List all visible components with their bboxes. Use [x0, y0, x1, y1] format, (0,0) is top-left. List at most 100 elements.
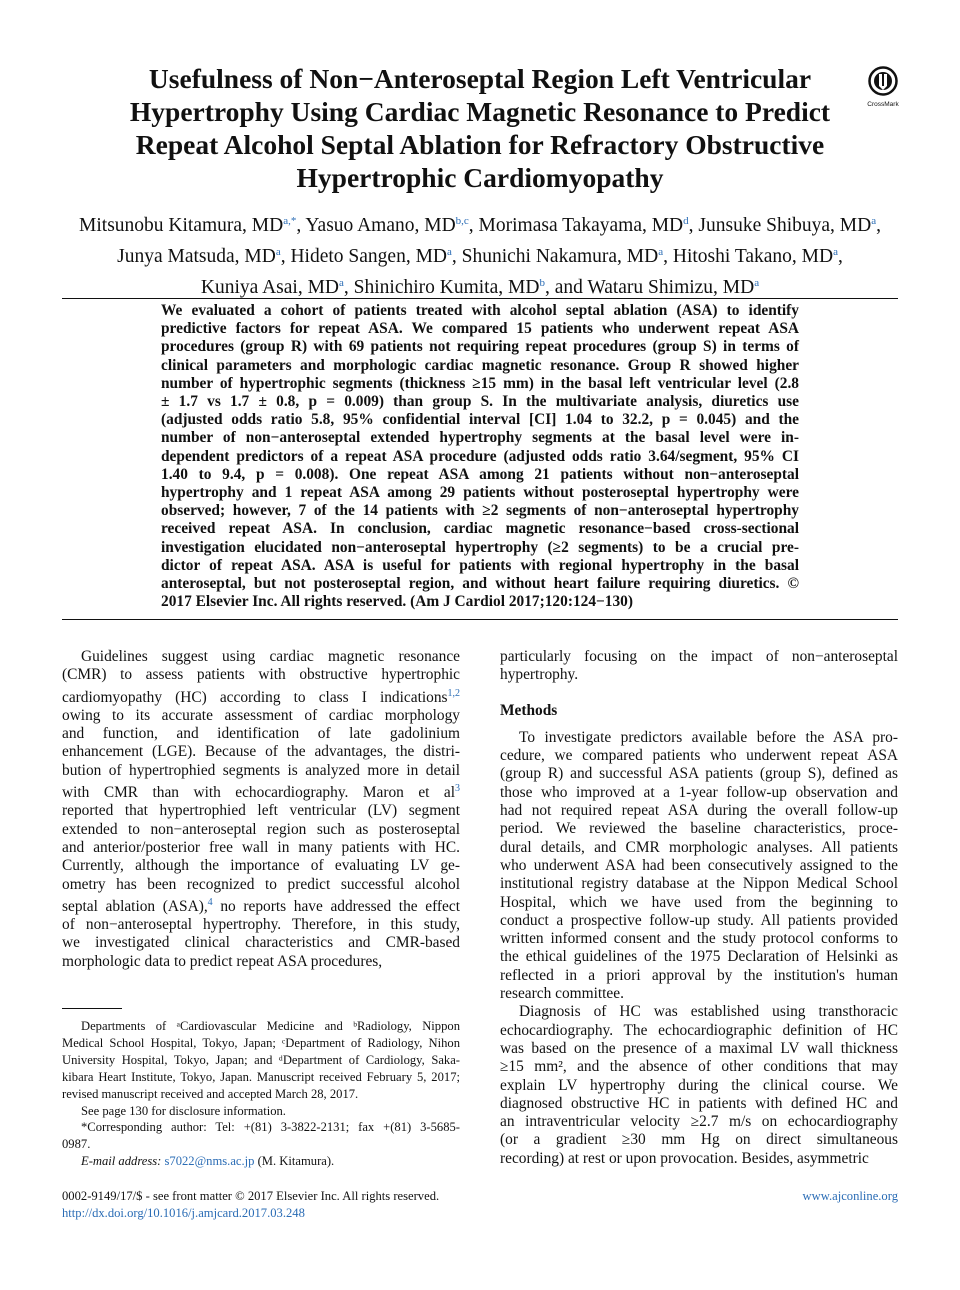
abstract-line: hypertrophy and 1 repeat ASA among 29 pa… — [161, 484, 799, 502]
abstract-line: dictor of repeat ASA. ASA is useful for … — [161, 556, 799, 574]
abstract-line: number of hypertrophic segments (thickne… — [161, 374, 799, 392]
title-line: Hypertrophy Using Cardiac Magnetic Reson… — [129, 96, 831, 127]
abstract-line: 1.40 to 9.4, p = 0.008). One repeat ASA … — [161, 465, 799, 483]
abstract-line: observed; however, 7 of the 14 patients … — [161, 502, 799, 520]
reference-link[interactable]: 3 — [455, 783, 460, 795]
reference-link[interactable]: 1,2 — [447, 687, 461, 699]
body-text-line: (group R) and successful ASA patients (g… — [500, 765, 898, 783]
body-text-line: revised manuscript received and accepted… — [62, 1086, 359, 1101]
crossmark-label: CrossMark — [867, 101, 899, 108]
footnotes: Departments of ᵃCardiovascular Medicine … — [62, 1018, 460, 1170]
author-line: Mitsunobu Kitamura, MDa,*, Yasuo Amano, … — [79, 215, 881, 236]
body-text-line: institutional registry database at the N… — [500, 875, 898, 893]
author: Yasuo Amano, MDb,c, — [305, 215, 479, 236]
body-text-line: an intraventricular velocity ≥2.7 m/s on… — [500, 1113, 898, 1131]
body-text-line: (CMR) to assess patients with obstructiv… — [62, 666, 460, 684]
body-text-line: we investigated clinical characteristics… — [62, 934, 460, 952]
author: Shinichiro Kumita, MDb, — [353, 277, 555, 298]
crossmark-icon — [868, 66, 898, 96]
body-text-line: ≥15 mm², and the absence of other condit… — [500, 1058, 898, 1076]
abstract-line: anteroseptal, but not posteroseptal regi… — [161, 575, 799, 593]
footer-left: 0002-9149/17/$ - see front matter © 2017… — [62, 1188, 439, 1222]
abstract: We evaluated a cohort of patients treate… — [161, 302, 799, 611]
body-text-line: Departments of ᵃCardiovascular Medicine … — [81, 1019, 460, 1033]
body-text-line: 0987. — [62, 1137, 91, 1152]
body-text-line: was based on the presence of a maximal L… — [500, 1039, 898, 1057]
body-text-line: (or a gradient ≥30 mm Hg on direct simul… — [500, 1131, 898, 1149]
author: Mitsunobu Kitamura, MDa,*, — [79, 215, 306, 236]
body-text-line: bution of hypertrophied segments is anal… — [62, 761, 460, 779]
body-text-line: kibara Heart Institute, Tokyo, Japan. Ma… — [62, 1069, 460, 1084]
article-title: Usefulness of Non−Anteroseptal Region Le… — [100, 62, 860, 194]
abstract-line: predictive factors for repeat ASA. We co… — [161, 320, 799, 338]
left-column: Guidelines suggest using cardiac magneti… — [62, 648, 460, 971]
body-text-line: hypertrophy. — [500, 666, 579, 684]
title-line: Usefulness of Non−Anteroseptal Region Le… — [148, 63, 812, 94]
issn-line: 0002-9149/17/$ - see front matter © 2017… — [62, 1189, 440, 1203]
author: Hideto Sangen, MDa, — [290, 246, 462, 267]
body-text-line: explain LV hypertrophy during the clinic… — [500, 1076, 898, 1094]
body-text-line: written informed consent and the study p… — [500, 930, 898, 948]
body-text-line: recording) at rest or upon provocation. … — [500, 1149, 869, 1167]
body-text-line: Guidelines suggest using cardiac magneti… — [81, 648, 460, 665]
doi-link[interactable]: http://dx.doi.org/10.1016/j.amjcard.2017… — [62, 1206, 305, 1220]
body-text-line: reported that hypertrophied left ventric… — [62, 802, 460, 820]
body-text-line: of non−anteroseptal hypertrophy. Therefo… — [62, 916, 460, 934]
abstract-bottom-rule — [62, 619, 898, 620]
section-heading-methods: Methods — [500, 701, 558, 719]
abstract-line: We evaluated a cohort of patients treate… — [161, 302, 799, 319]
body-text-line: *Corresponding author: Tel: +(81) 3-3822… — [81, 1120, 460, 1135]
journal-website-link[interactable]: www.ajconline.org — [802, 1189, 898, 1203]
body-text-line: particularly focusing on the impact of n… — [500, 648, 898, 665]
abstract-line: investigation elucidated non−anterosepta… — [161, 538, 799, 556]
footnote-rule — [62, 1008, 122, 1009]
body-text-line: the ethical guidelines of the 1975 Decla… — [500, 948, 898, 966]
abstract-line: dependent predictors of a repeat ASA pro… — [161, 447, 799, 465]
body-text-line: To investigate predictors available befo… — [519, 728, 898, 746]
introduction-continued: particularly focusing on the impact of n… — [500, 648, 898, 685]
body-text-line: who underwent ASA had been consecutively… — [500, 856, 898, 874]
disclosure-note: See page 130 for disclosure information. — [81, 1103, 286, 1118]
reference-link[interactable]: 4 — [207, 896, 213, 908]
body-text-line: period. We reviewed the baseline charact… — [500, 820, 898, 838]
crossmark-badge[interactable]: CrossMark — [866, 66, 900, 109]
abstract-line: received repeat ASA. In conclusion, card… — [161, 520, 799, 538]
abstract-line: ± 1.7 vs 1.7 ± 0.8, p = 0.009) than grou… — [161, 393, 799, 411]
body-text-line: morphologic data to predict repeat ASA p… — [62, 952, 383, 970]
body-text-line: research committee. — [500, 985, 624, 1003]
body-text-line: septal ablation (ASA),4 no reports have … — [62, 896, 460, 915]
body-text-line: cardiomyopathy (HC) according to class I… — [62, 687, 461, 706]
author: and Wataru Shimizu, MDa — [554, 277, 760, 298]
abstract-line: number of non−anteroseptal extended hype… — [161, 429, 799, 447]
body-text-line: and function, and identification of late… — [62, 725, 460, 743]
affiliations-footnote: Departments of ᵃCardiovascular Medicine … — [62, 1018, 460, 1103]
body-text-line: and anterior/posterior free wall in many… — [62, 838, 460, 856]
body-text-line: cedure, we compared patients who underwe… — [500, 747, 898, 765]
abstract-line: 2017 Elsevier Inc. All rights reserved. … — [161, 593, 634, 611]
body-text-line: owing to its accurate assessment of card… — [62, 706, 460, 724]
author: Morimasa Takayama, MDd, — [478, 215, 699, 236]
abstract-top-rule — [62, 298, 898, 299]
body-text-line: extended to non−anteroseptal region such… — [62, 820, 460, 838]
body-text-line: diagnosed obstructive HC in patients wit… — [500, 1094, 898, 1112]
title-line: Hypertrophic Cardiomyopathy — [296, 162, 664, 193]
body-text-line: University Hospital, Tokyo, Japan; and ᵈ… — [62, 1052, 460, 1067]
author-line: Junya Matsuda, MDa, Hideto Sangen, MDa, … — [117, 246, 843, 267]
email-label: E-mail address: — [81, 1154, 162, 1169]
body-text-line: had not required repeat ASA during the o… — [500, 802, 898, 820]
abstract-line: (adjusted odds ratio 5.8, 95% confidenti… — [161, 411, 799, 429]
methods-paragraph: To investigate predictors available befo… — [500, 729, 898, 1003]
author: Kuniya Asai, MDa, — [200, 277, 354, 298]
body-text-line: Diagnosis of HC was established using tr… — [519, 1003, 898, 1021]
body-text-line: enhancement (LGE). Because of the advant… — [62, 743, 460, 761]
title-line: Repeat Alcohol Septal Ablation for Refra… — [135, 129, 825, 160]
author-list: Mitsunobu Kitamura, MDa,*, Yasuo Amano, … — [40, 208, 920, 301]
body-text-line: Currently, although the importance of ev… — [62, 857, 460, 875]
body-text-line: those who improved at a 1-year follow-up… — [500, 783, 898, 801]
body-text-line: conduct a prospective follow-up study. A… — [500, 911, 898, 929]
email-link[interactable]: s7022@nms.ac.jp — [164, 1154, 255, 1169]
abstract-line: clinical parameters and morphologic card… — [161, 356, 799, 374]
right-column: particularly focusing on the impact of n… — [500, 648, 898, 1168]
methods-paragraph: Diagnosis of HC was established using tr… — [500, 1003, 898, 1168]
